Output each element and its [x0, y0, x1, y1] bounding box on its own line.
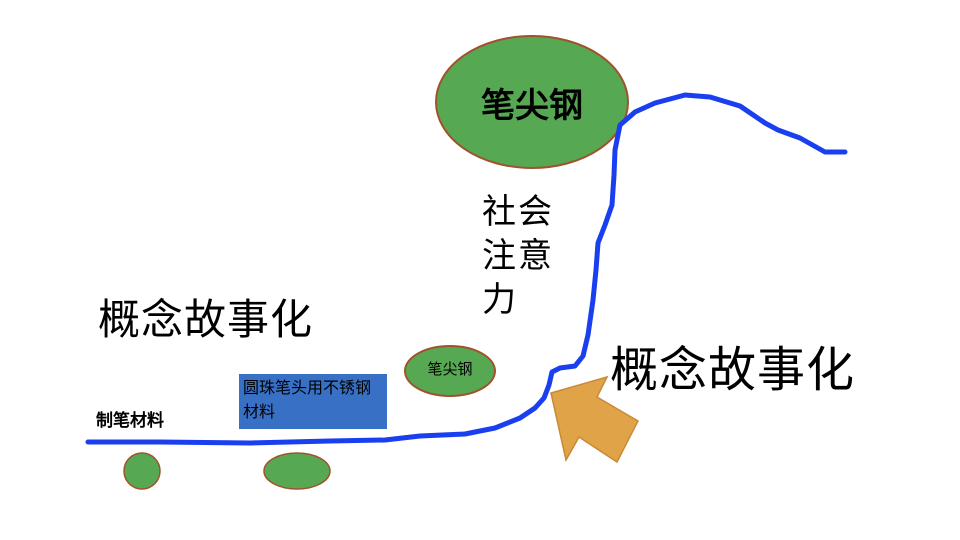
pen-tip-steel-label-large: 笔尖钢: [481, 86, 583, 126]
social-attention-label: 社会注意力: [482, 192, 554, 320]
bottom-ellipse-2: [263, 452, 331, 490]
bottom-ellipse-1: [123, 452, 161, 490]
ballpoint-steel-text: 圆珠笔头用不锈钢材料: [243, 378, 372, 421]
concept-storytelling-left: 概念故事化: [98, 295, 314, 344]
pen-material-label: 制笔材料: [96, 411, 164, 431]
concept-storytelling-right: 概念故事化: [610, 342, 856, 398]
pen-tip-steel-ellipse-small: [404, 345, 496, 397]
ballpoint-steel-box: 圆珠笔头用不锈钢材料: [239, 374, 387, 429]
pen-tip-steel-label-small: 笔尖钢: [427, 360, 473, 378]
orange-arrow: [550, 375, 639, 464]
attention-curve: [85, 92, 848, 446]
pen-tip-steel-ellipse-large: [435, 35, 629, 169]
